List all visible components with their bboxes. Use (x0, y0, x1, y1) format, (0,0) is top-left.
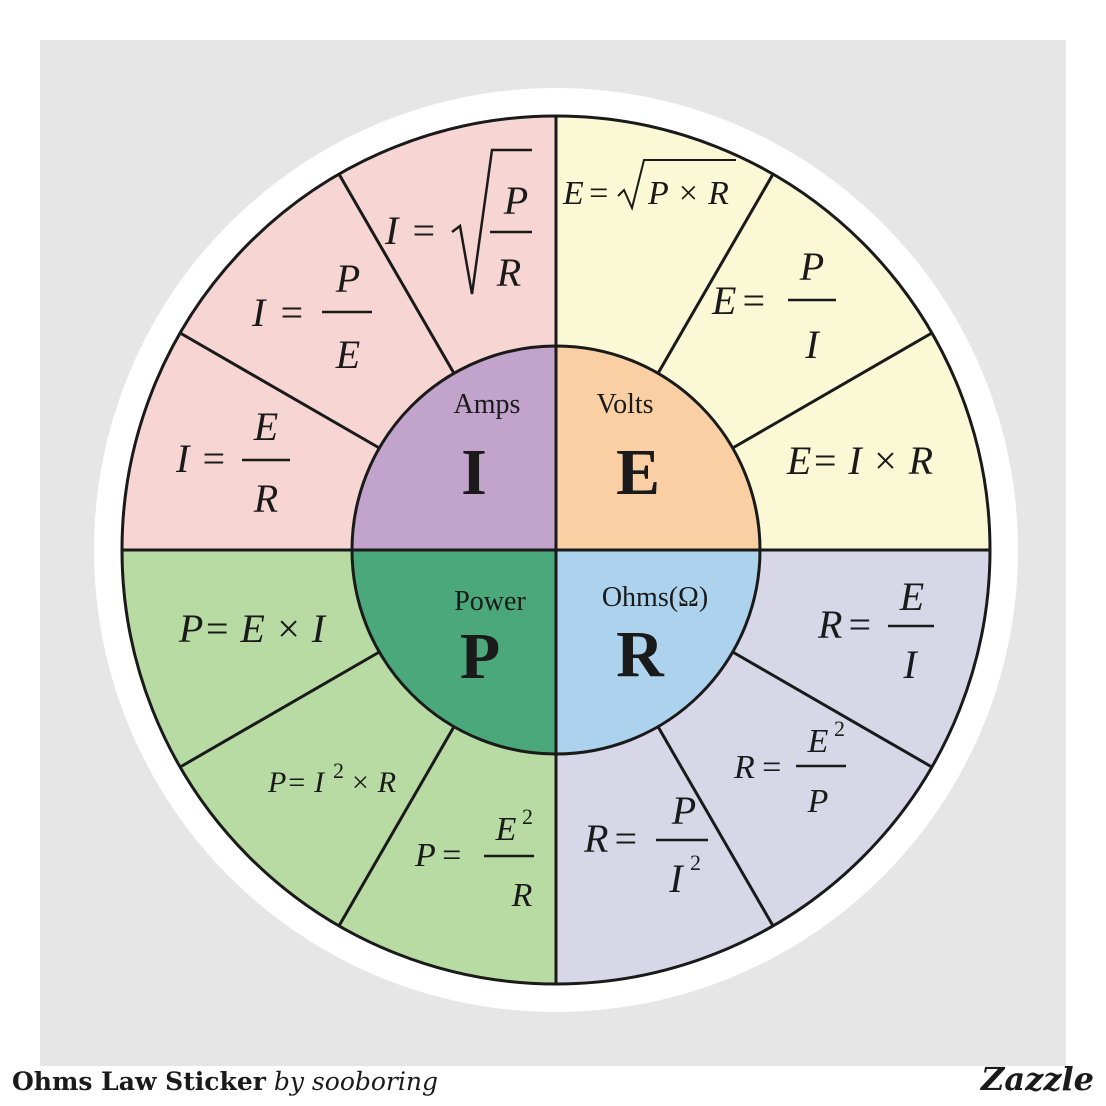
svg-text:E: E (495, 811, 517, 848)
svg-text:R: R (253, 476, 278, 521)
svg-text:E: E (335, 332, 360, 377)
formula-e-p-over-i: E = P I (711, 244, 836, 367)
formula-r-p-over-i2: R = P I 2 (583, 788, 708, 901)
symbol-i: I (461, 436, 487, 509)
svg-text:P: P (671, 788, 696, 833)
svg-text:=: = (612, 816, 639, 861)
symbol-e: E (616, 436, 660, 509)
sector-divider (337, 725, 456, 927)
svg-text:R: R (496, 250, 521, 295)
zazzle-logo[interactable]: Zazzle (981, 1060, 1094, 1098)
symbol-p: P (460, 620, 500, 693)
svg-text:R: R (817, 602, 842, 647)
svg-text:2: 2 (834, 716, 845, 741)
svg-text:=: = (587, 175, 610, 212)
svg-text:P: P (503, 178, 528, 223)
svg-text:P: P (414, 837, 436, 874)
svg-text:E: E (807, 723, 829, 760)
svg-text:=: = (278, 290, 305, 335)
sector-divider (731, 331, 933, 450)
svg-text:E: E (711, 278, 736, 323)
sector-dividers (179, 173, 933, 927)
svg-text:R: R (583, 816, 608, 861)
label-power: Power (454, 586, 526, 617)
svg-text:=: = (410, 208, 437, 253)
product-caption: Ohms Law Sticker by sooboring (12, 1067, 438, 1096)
formula-p-e-times-i: P= E × I (178, 606, 327, 651)
svg-text:P: P (335, 256, 360, 301)
svg-text:R: R (733, 749, 755, 786)
svg-text:=: = (740, 278, 767, 323)
sector-divider (656, 173, 775, 375)
formula-r-e-over-i: R = E I (817, 574, 934, 687)
formula-e-sqrt-p-times-r: E = P × R (562, 159, 736, 212)
svg-text:I: I (384, 208, 400, 253)
sector-divider (179, 650, 381, 769)
svg-text:R: R (511, 877, 533, 914)
svg-text:P: P (799, 244, 824, 289)
formula-p-i2-times-r: P= I 2 × R (267, 758, 396, 799)
quadrant-power-inner (352, 550, 556, 754)
svg-text:P= I: P= I (267, 766, 326, 799)
quadrant-amps-inner (352, 346, 556, 550)
formula-r-e2-over-p: R = E 2 P (733, 716, 846, 820)
svg-text:E: E (562, 175, 584, 212)
formula-e-i-times-r: E= I × R (786, 438, 933, 483)
svg-text:2: 2 (333, 758, 344, 783)
svg-text:I: I (251, 290, 267, 335)
svg-text:I: I (668, 856, 684, 901)
svg-text:2: 2 (522, 804, 533, 829)
svg-text:=: = (760, 749, 783, 786)
svg-text:I: I (902, 642, 918, 687)
svg-text:P: P (807, 783, 829, 820)
svg-text:P × R: P × R (647, 175, 729, 212)
svg-text:I: I (804, 322, 820, 367)
symbol-r: R (616, 618, 665, 691)
svg-text:=: = (846, 602, 873, 647)
label-volts: Volts (596, 389, 653, 420)
label-amps: Amps (454, 389, 521, 420)
product-title-link[interactable]: Ohms Law Sticker (12, 1067, 266, 1096)
svg-text:E: E (253, 404, 278, 449)
svg-text:I: I (175, 436, 191, 481)
formula-i-p-over-e: I = P E (251, 256, 372, 377)
svg-text:E: E (899, 574, 924, 619)
svg-text:=: = (440, 837, 463, 874)
sector-divider (337, 173, 456, 375)
quadrant-ohms-inner (556, 550, 760, 754)
designer-byline[interactable]: by sooboring (273, 1067, 438, 1096)
sector-divider (731, 650, 933, 769)
quadrant-volts-inner (556, 346, 760, 550)
label-ohms: Ohms(Ω) (602, 582, 708, 613)
svg-text:=: = (200, 436, 227, 481)
svg-text:2: 2 (690, 850, 701, 875)
formula-p-e2-over-r: P = E 2 R (414, 804, 534, 914)
formula-i-sqrt-p-over-r: I = P R (384, 148, 532, 295)
formula-i-e-over-r: I = E R (175, 404, 290, 521)
svg-text:× R: × R (350, 766, 396, 799)
sector-divider (656, 725, 775, 927)
sector-divider (179, 331, 381, 450)
